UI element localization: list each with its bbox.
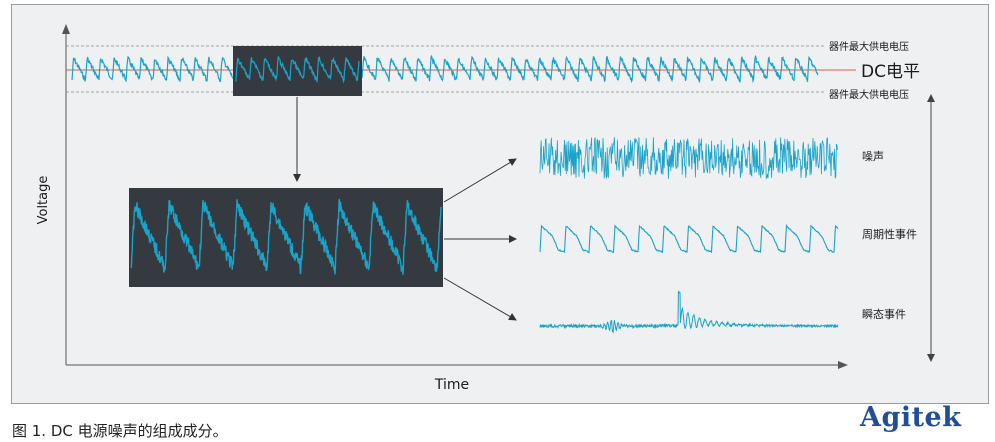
arrow-to-noise — [443, 158, 517, 203]
dc-level-label: DC电平 — [861, 62, 920, 82]
transient-trace — [539, 290, 839, 334]
transient-event-waveform — [539, 290, 839, 334]
y-axis-arrowhead — [62, 24, 70, 34]
zoomed-trace — [130, 198, 442, 275]
y-axis-label: Voltage — [36, 176, 51, 225]
main-waveform — [71, 54, 819, 84]
arrow-to-transient — [443, 277, 517, 321]
lower-limit-label: 器件最大供电电压 — [829, 88, 909, 101]
agitek-logo: Agitek — [860, 402, 962, 433]
transient-event-label: 瞬态事件 — [862, 308, 906, 321]
periodic-event-waveform — [539, 224, 839, 254]
zoom-highlight-box — [233, 46, 362, 96]
noise-trace — [539, 137, 838, 180]
noise-label: 噪声 — [862, 149, 884, 163]
main-waveform-left — [71, 55, 234, 83]
periodic-event-label: 周期性事件 — [862, 227, 917, 241]
zoom-highlight-trace — [235, 55, 360, 84]
x-axis-arrowhead — [838, 361, 848, 369]
voltage-range-arrow-top — [927, 94, 935, 102]
figure-caption: 图 1. DC 电源噪声的组成成分。 — [12, 422, 228, 440]
upper-limit-label: 器件最大供电电压 — [829, 40, 909, 53]
zoom-highlight-waveform — [235, 55, 360, 84]
main-waveform-right — [361, 54, 819, 84]
voltage-range-arrow-bottom — [927, 354, 935, 362]
x-axis-label: Time — [434, 377, 469, 393]
zoomed-waveform — [130, 198, 442, 275]
noise-waveform — [539, 137, 838, 180]
axes: Voltage Time — [36, 24, 848, 393]
periodic-trace — [539, 224, 839, 254]
